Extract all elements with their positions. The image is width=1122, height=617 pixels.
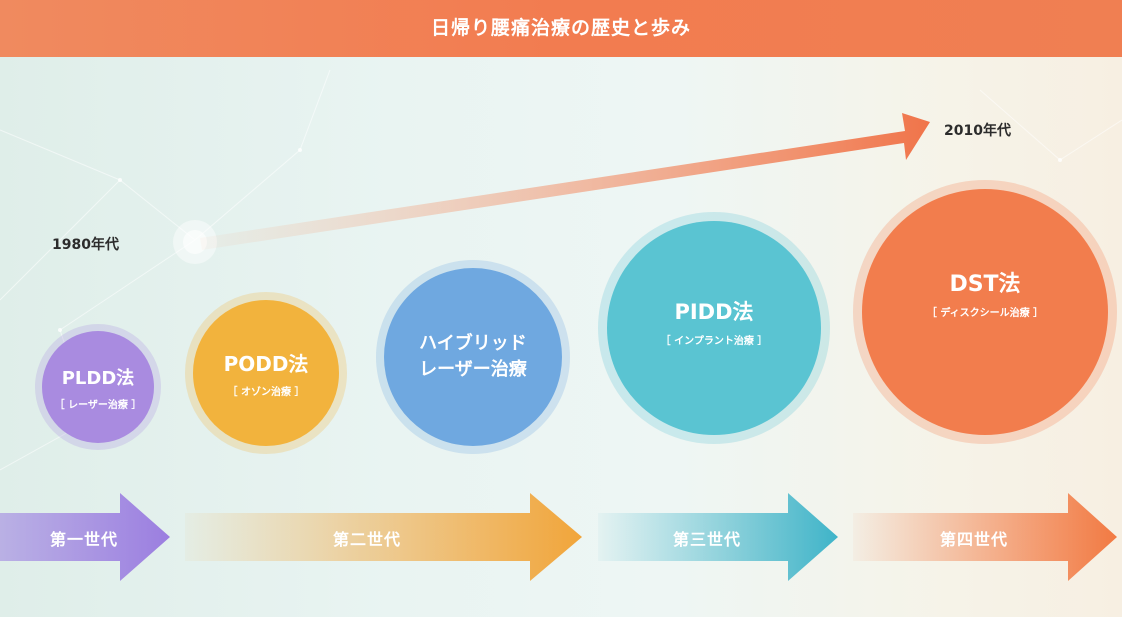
method-podd-subtitle: ［ オゾン治療 ］ bbox=[227, 387, 305, 398]
method-pldd-title: PLDD法 bbox=[61, 367, 135, 389]
method-podd: PODD法 ［ オゾン治療 ］ bbox=[193, 300, 339, 446]
method-pidd-title: PIDD法 bbox=[674, 299, 754, 324]
generation-arrow-1 bbox=[0, 493, 170, 581]
method-pldd-subtitle: ［ レーザー治療 ］ bbox=[54, 399, 142, 411]
method-pidd-subtitle: ［ インプラント治療 ］ bbox=[660, 335, 768, 347]
method-pidd: PIDD法 ［ インプラント治療 ］ bbox=[607, 221, 821, 435]
start-year-label: 1980年代 bbox=[52, 237, 119, 253]
generation-arrow-3 bbox=[598, 493, 838, 581]
method-pldd: PLDD法 ［ レーザー治療 ］ bbox=[42, 331, 154, 443]
page-title: 日帰り腰痛治療の歴史と歩み bbox=[430, 17, 691, 39]
method-dst-subtitle: ［ ディスクシール治療 ］ bbox=[926, 307, 1044, 319]
method-hybrid-title-line1: ハイブリッド bbox=[419, 333, 527, 354]
generation-label-4: 第四世代 bbox=[940, 530, 1009, 549]
generation-label-3: 第三世代 bbox=[673, 530, 742, 549]
header-bar: 日帰り腰痛治療の歴史と歩み bbox=[0, 0, 1122, 57]
end-year-label: 2010年代 bbox=[944, 123, 1011, 139]
generation-arrow-4 bbox=[853, 493, 1117, 581]
method-podd-title: PODD法 bbox=[223, 352, 309, 376]
generation-label-2: 第二世代 bbox=[333, 530, 402, 549]
generation-label-1: 第一世代 bbox=[50, 530, 119, 549]
method-hybrid-laser: ハイブリッド レーザー治療 bbox=[384, 268, 562, 446]
method-dst: DST法 ［ ディスクシール治療 ］ bbox=[862, 189, 1108, 435]
method-hybrid-title-line2: レーザー治療 bbox=[419, 359, 527, 380]
method-dst-title: DST法 bbox=[949, 271, 1021, 297]
generation-arrow-2 bbox=[185, 493, 582, 581]
